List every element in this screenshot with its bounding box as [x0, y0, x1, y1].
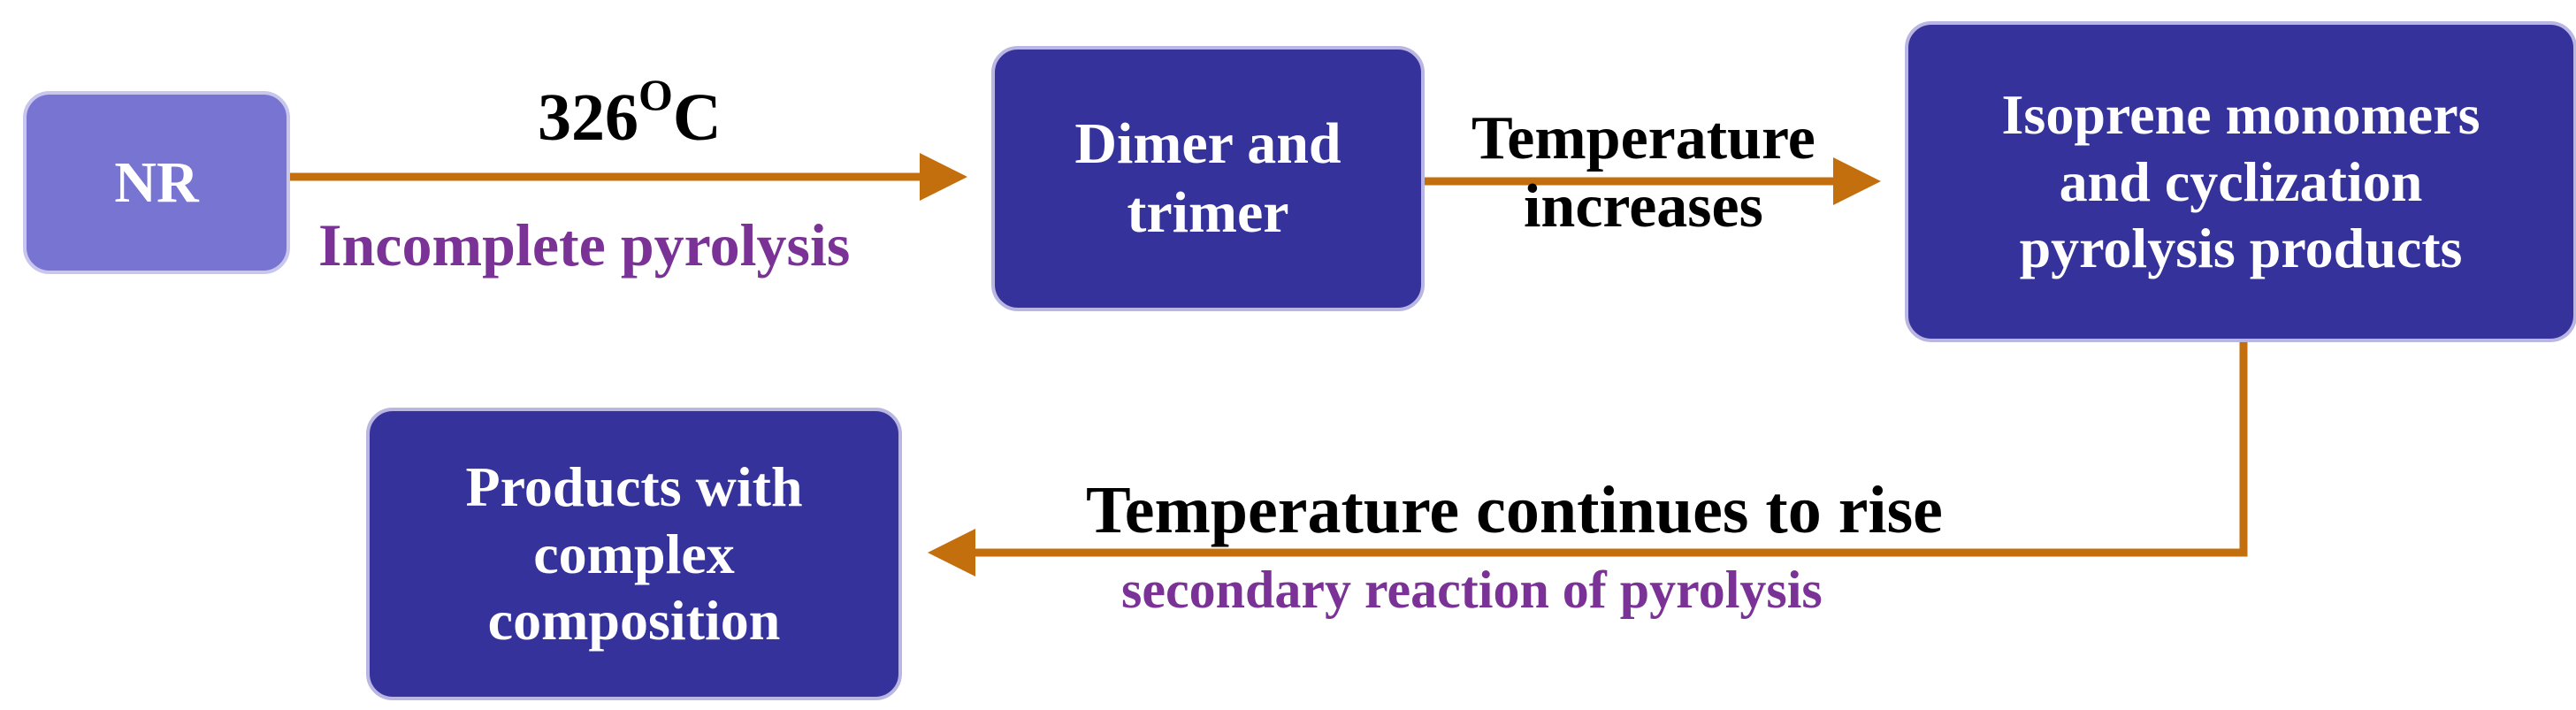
node-isoprene-line: Isoprene monomers [2001, 83, 2480, 147]
node-dimer-line: trimer [1127, 180, 1289, 245]
node-nr-label: NR [114, 149, 199, 215]
node-isoprene-monomers: Isoprene monomers and cyclization pyroly… [1905, 21, 2576, 342]
temperature-increases-line: increases [1523, 172, 1763, 240]
edge-label-temperature-326: 326OC [538, 73, 722, 156]
node-products-line: complex [533, 522, 735, 585]
node-isoprene-line: pyrolysis products [2019, 217, 2463, 280]
node-isoprene-line: and cyclization [2059, 149, 2423, 213]
arrow-isoprene-to-products [928, 342, 2248, 576]
node-dimer-trimer: Dimer and trimer [991, 46, 1425, 311]
edge-label-secondary-reaction: secondary reaction of pyrolysis [1121, 561, 1823, 619]
edge-label-temperature-continues: Temperature continues to rise [1086, 473, 1943, 547]
temperature-value: 326 [538, 80, 638, 155]
temperature-superscript: O [638, 70, 673, 119]
temperature-unit: C [672, 80, 722, 155]
temperature-increases-line: Temperature [1471, 104, 1815, 172]
node-products-line: composition [487, 589, 781, 653]
node-products-line: Products with [465, 455, 803, 519]
node-dimer-line: Dimer and [1074, 111, 1342, 177]
node-nr: NR [23, 91, 290, 274]
node-complex-products: Products with complex composition [366, 408, 902, 700]
edge-label-temperature-increases: Temperature increases [1471, 104, 1815, 240]
edge-label-incomplete-pyrolysis: Incomplete pyrolysis [318, 211, 851, 279]
